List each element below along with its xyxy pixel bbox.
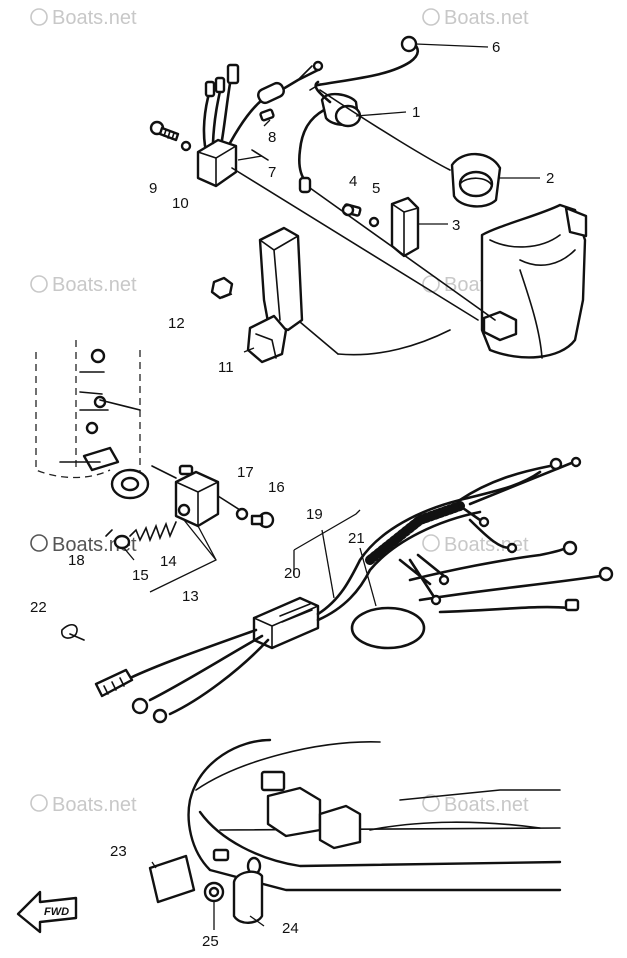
callout-7: 7 <box>268 164 276 181</box>
part-13-switch <box>174 464 220 528</box>
watermark-1: Boats.net <box>30 7 137 29</box>
watermark-8: Boats.net <box>422 794 529 816</box>
engine-block-fragment <box>35 340 150 500</box>
callout-10: 10 <box>172 195 189 212</box>
callout-2: 2 <box>546 170 554 187</box>
callout-23: 23 <box>110 843 127 860</box>
watermark-text: Boats.net <box>444 7 529 29</box>
callout-8: 8 <box>268 129 276 146</box>
part-8-fuse <box>257 60 324 122</box>
callout-labels: 1 2 3 4 5 6 7 8 9 10 11 12 13 14 15 16 1… <box>30 39 554 950</box>
callout-22: 22 <box>30 599 47 616</box>
callout-3: 3 <box>452 217 460 234</box>
part-12-nut <box>210 276 234 300</box>
assembly-lines-top <box>231 89 496 356</box>
part-9-bolt <box>149 120 180 142</box>
part-23-plate <box>148 854 196 904</box>
callout-20: 20 <box>284 565 301 582</box>
part-25-grommet <box>203 881 225 903</box>
watermark-text: Boats.net <box>444 794 529 816</box>
part-24-boot <box>232 870 264 924</box>
callout-9: 9 <box>149 180 157 197</box>
watermark-text: Boats.net <box>52 794 137 816</box>
part-11-bracket <box>246 226 304 364</box>
callout-13: 13 <box>182 588 199 605</box>
part-14-spring <box>129 521 177 543</box>
watermark-7: Boats.net <box>30 794 137 816</box>
part-22-clip <box>61 623 85 641</box>
watermark-text: Boats.net <box>52 274 137 296</box>
callout-21: 21 <box>348 530 365 547</box>
callout-1: 1 <box>412 104 420 121</box>
part-18-pin <box>105 529 113 537</box>
fwd-arrow: FWD <box>16 890 78 934</box>
part-3-bracket <box>390 196 420 258</box>
part-16-bolt <box>250 511 275 529</box>
leader-lines-bottom <box>151 861 265 930</box>
part-2-cover <box>450 152 502 208</box>
fwd-label: FWD <box>44 906 69 918</box>
callout-6: 6 <box>492 39 500 56</box>
callout-18: 18 <box>68 552 85 569</box>
part-7-unit <box>196 63 264 188</box>
callout-16: 16 <box>268 479 285 496</box>
watermark-text: Boats.net <box>52 7 137 29</box>
callout-14: 14 <box>160 553 177 570</box>
wire-harness <box>94 456 614 724</box>
part-10-washer <box>180 140 192 152</box>
callout-19: 19 <box>306 506 323 523</box>
leader-lines <box>123 43 540 607</box>
part-17-washer <box>235 507 249 521</box>
callout-4: 4 <box>349 173 357 190</box>
part-6-lead <box>309 35 420 91</box>
callout-24: 24 <box>282 920 299 937</box>
engine-bracket <box>480 203 588 359</box>
callout-25: 25 <box>202 933 219 950</box>
watermark-3: Boats.net <box>30 274 137 296</box>
callout-12: 12 <box>168 315 185 332</box>
callout-11: 11 <box>218 359 234 376</box>
part-15-cap <box>113 534 131 550</box>
callout-15: 15 <box>132 567 149 584</box>
callout-17: 17 <box>237 464 254 481</box>
watermark-2: Boats.net <box>422 7 529 29</box>
part-5-washer <box>368 216 380 228</box>
assembly-lines-mid <box>99 399 241 511</box>
callout-5: 5 <box>372 180 380 197</box>
